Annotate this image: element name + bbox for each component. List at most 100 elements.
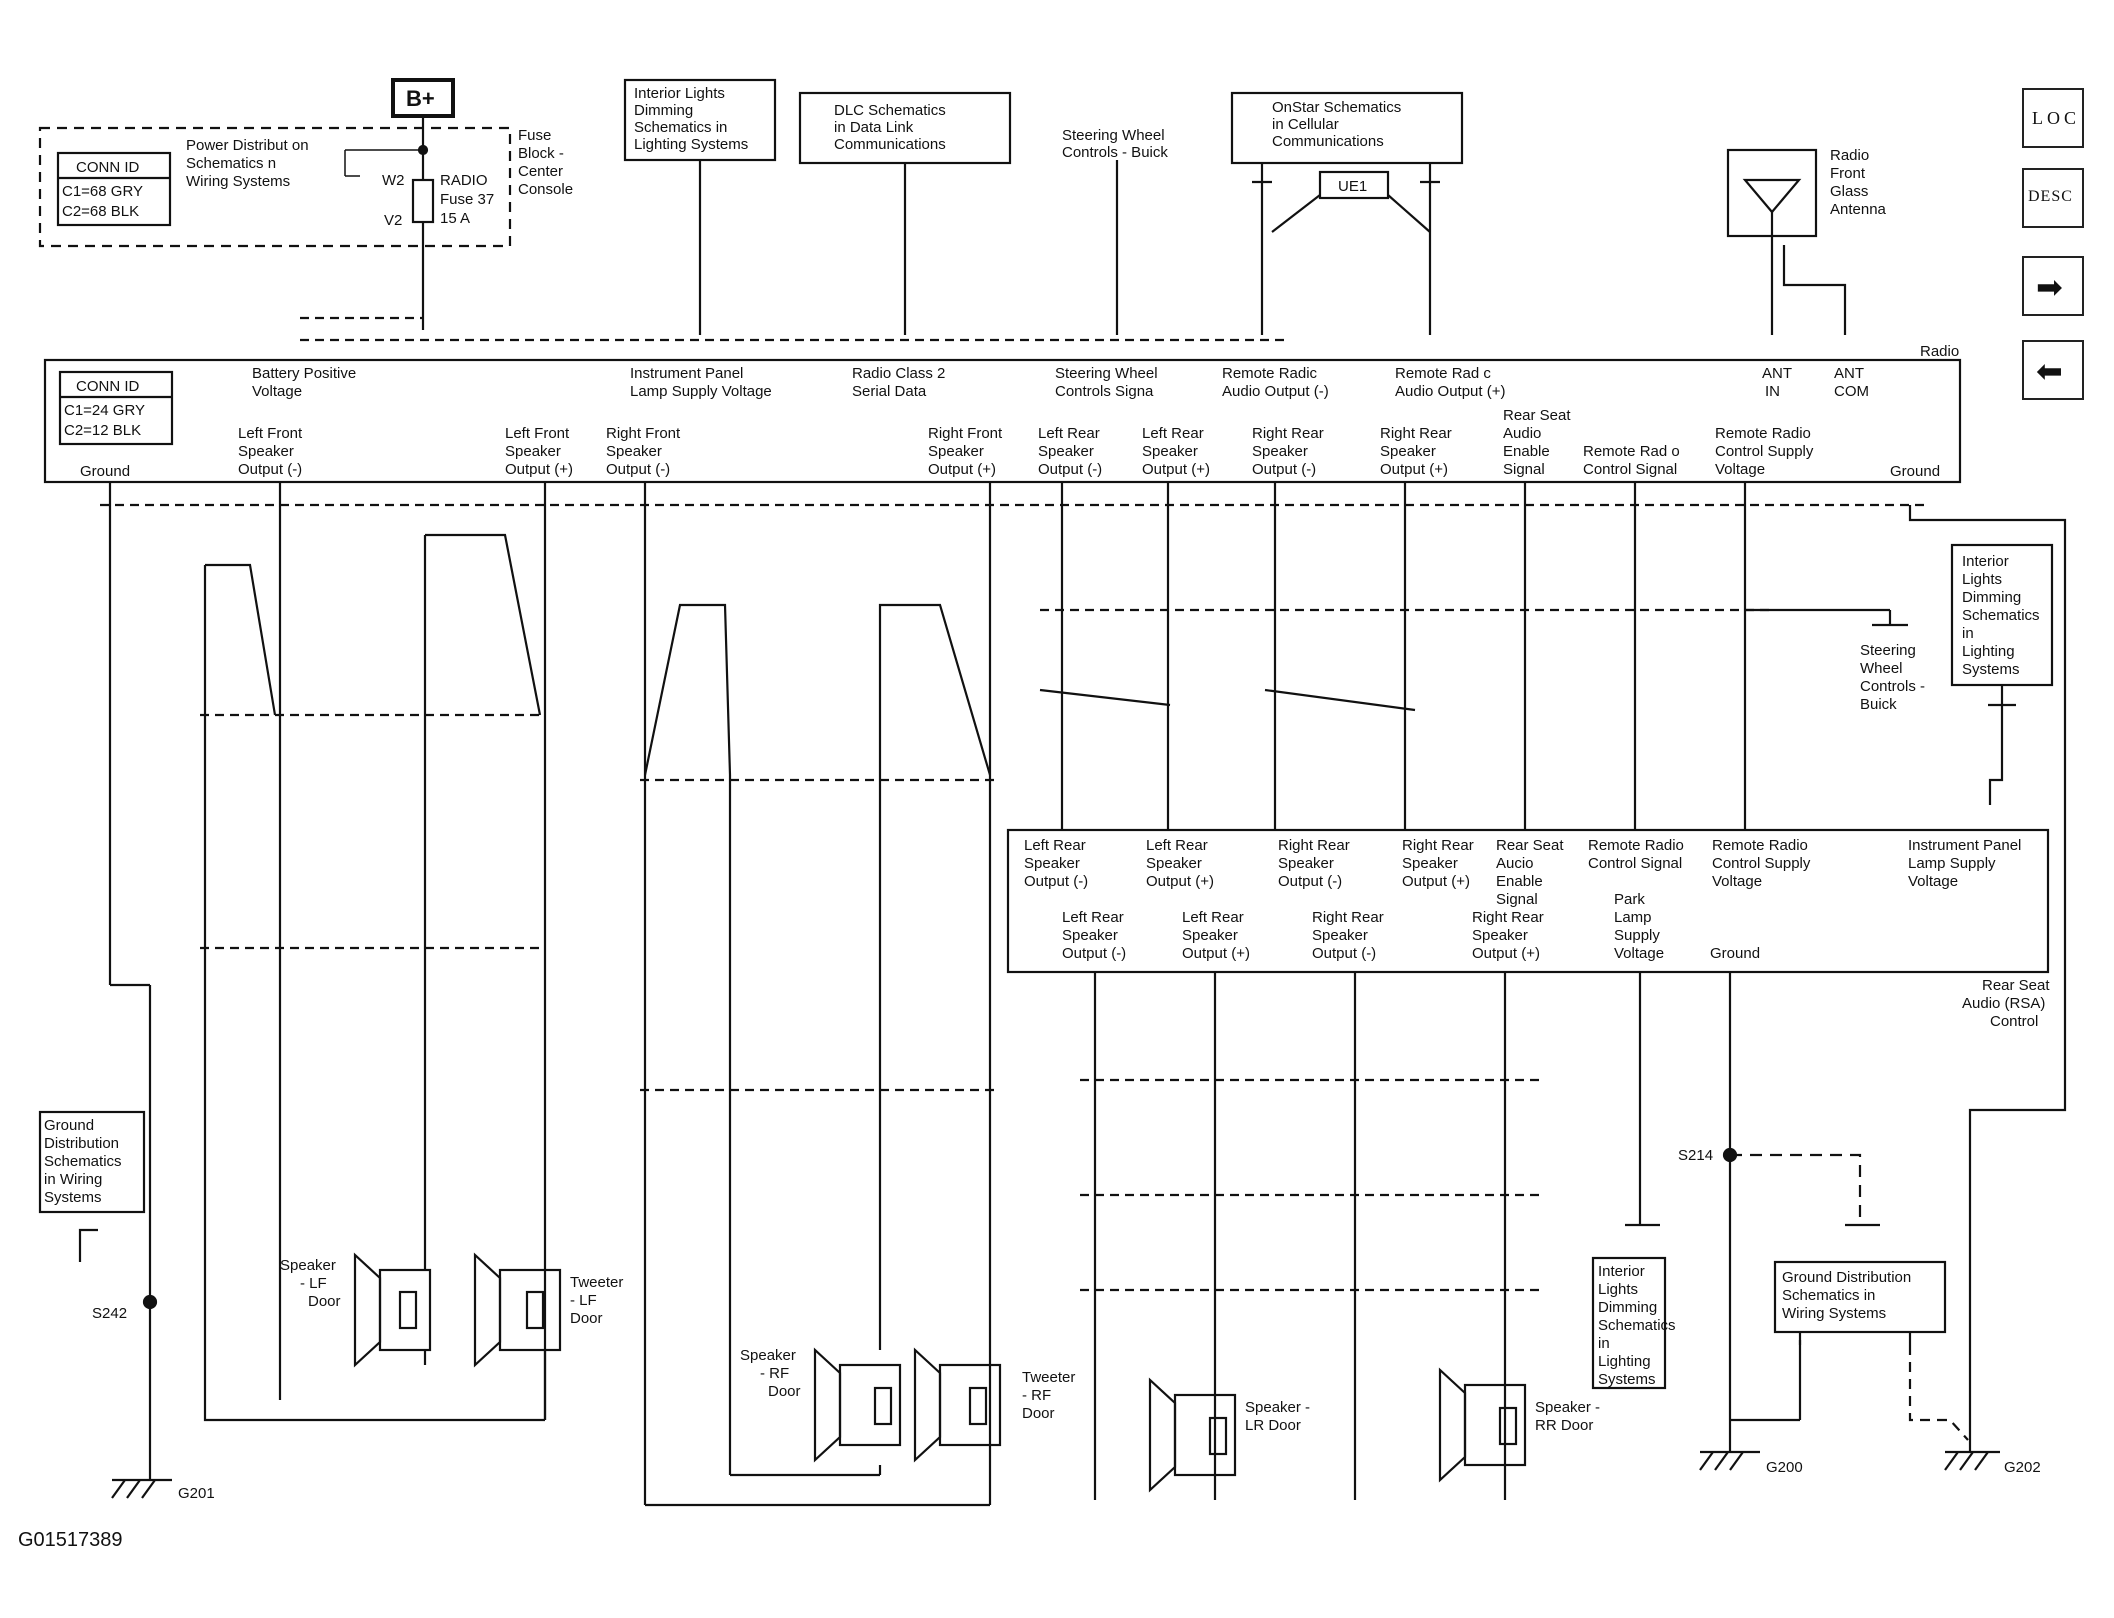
ground-g202: G202 [2004,1459,2041,1476]
radio-bot-rrc-sup-3: Voltage [1715,461,1765,478]
ref-int-bot-6: Lighting [1598,1353,1651,1370]
radio-bot-lr-neg-3: Output (-) [1038,461,1102,478]
speaker-lf-body [378,1268,432,1352]
rsa-top-7a: Remote Radio [1712,837,1808,854]
rsa-bot-4c: Output (+) [1472,945,1540,962]
rsa-bot-1c: Output (-) [1062,945,1126,962]
radio-bot-rrc-sup-2: Control Supply [1715,443,1814,460]
radio-bot-ground-left: Ground [80,463,130,480]
radio-box [43,358,1962,484]
prev-page-button[interactable]: ⬅ [2022,340,2084,400]
rsa-top-5c: Enable [1496,873,1543,890]
radio-bot-lf-neg-2: Speaker [238,443,294,460]
rsa-top-5b: Aucio [1496,855,1534,872]
rsa-top-1c: Output (-) [1024,873,1088,890]
ref-steer-right-3: Controls - [1860,678,1925,695]
fuse-37 [411,178,435,224]
ref-interior-top-4: Lighting Systems [634,136,748,153]
fuse-line3: 15 A [440,210,470,227]
rsa-control-box [1006,828,2050,974]
radio-bot-rf-pos-1: Right Front [928,425,1003,442]
radio-bot-rsa-en-2: Audio [1503,425,1541,442]
radio-top-pin-8b: COM [1834,383,1869,400]
rsa-bot-5a: Park [1614,891,1645,908]
rsa-top-8c: Voltage [1908,873,1958,890]
w2-label: W2 [382,172,405,189]
rsa-top-1b: Speaker [1024,855,1080,872]
radio-bot-lr-neg-1: Left Rear [1038,425,1100,442]
ref-int-right-2: Lights [1962,571,2002,588]
splice-s242: S242 [92,1305,127,1322]
radio-bot-rf-neg-1: Right Front [606,425,681,442]
ref-int-bot-3: Dimming [1598,1299,1657,1316]
spk-rf-3: Door [768,1383,801,1400]
rsa-bot-3b: Speaker [1312,927,1368,944]
rsa-top-5a: Rear Seat [1496,837,1564,854]
tweeter-lf-body [498,1268,562,1352]
ref-interior-top-3: Schematics in [634,119,727,136]
radio-bot-lf-pos-2: Speaker [505,443,561,460]
fuse-block-box [38,126,512,248]
radio-bot-lr-pos-1: Left Rear [1142,425,1204,442]
conn-id-box-top [56,151,172,227]
radio-bot-rf-pos-3: Output (+) [928,461,996,478]
ref-int-right-5: in [1962,625,1974,642]
ground-g200: G200 [1766,1459,1803,1476]
v2-label: V2 [384,212,402,229]
radio-bot-rsa-en-3: Enable [1503,443,1550,460]
desc-button[interactable]: DESC [2022,168,2084,228]
tw-lf-1: Tweeter [570,1274,623,1291]
tw-lf-3: Door [570,1310,603,1327]
rsa-bot-1a: Left Rear [1062,909,1124,926]
radio-top-pin-3a: Radio Class 2 [852,365,945,382]
radio-top-pin-1b: Voltage [252,383,302,400]
fuse-block-line3: Center [518,163,563,180]
ref-onstar [1230,91,1464,165]
ref-ground-dist-left [38,1110,146,1214]
rsa-bot-4b: Speaker [1472,927,1528,944]
rsa-top-3c: Output (-) [1278,873,1342,890]
ref-onstar-2: in Cellular [1272,116,1339,133]
radio-top-pin-8a: ANT [1834,365,1864,382]
loc-button[interactable]: LOC [2022,88,2084,148]
spk-rf-2: - RF [760,1365,789,1382]
conn-id-c1-top: C1=68 GRY [62,183,143,200]
rsa-name-2: Audio (RSA) [1962,995,2045,1012]
ref-int-right-3: Dimming [1962,589,2021,606]
rsa-bot-1b: Speaker [1062,927,1118,944]
ref-interior-top-1: Interior Lights [634,85,725,102]
radio-top-pin-2a: Instrument Panel [630,365,743,382]
ref-steer-right-4: Buick [1860,696,1897,713]
rsa-top-3a: Right Rear [1278,837,1350,854]
spk-lf-3: Door [308,1293,341,1310]
radio-bot-rr-neg-2: Speaker [1252,443,1308,460]
rsa-top-6b: Control Signal [1588,855,1682,872]
radio-top-pin-6a: Remote Rad c [1395,365,1491,382]
rsa-top-2a: Left Rear [1146,837,1208,854]
ref-antenna-3: Glass [1830,183,1868,200]
rsa-top-8a: Instrument Panel [1908,837,2021,854]
power-dist-line2: Schematics n [186,155,276,172]
fuse-block-line2: Block - [518,145,564,162]
rsa-top-1a: Left Rear [1024,837,1086,854]
radio-bot-rrc-sup-1: Remote Radio [1715,425,1811,442]
next-page-button[interactable]: ➡ [2022,256,2084,316]
ref-onstar-3: Communications [1272,133,1384,150]
ref-ground-dist-bottom [1773,1260,1947,1334]
radio-top-pin-7a: ANT [1762,365,1792,382]
radio-bot-rf-neg-3: Output (-) [606,461,670,478]
rsa-top-3b: Speaker [1278,855,1334,872]
fuse-line1: RADIO [440,172,488,189]
ref-interior-lights-bottom [1591,1256,1667,1390]
radio-bot-rrc-sig-1: Remote Rad o [1583,443,1680,460]
spk-rr-1: Speaker - [1535,1399,1600,1416]
radio-top-pin-5a: Remote Radic [1222,365,1318,382]
spk-lf-1: Speaker [280,1257,336,1274]
rsa-top-2c: Output (+) [1146,873,1214,890]
rsa-name-3: Control [1990,1013,2038,1030]
ref-gd-bot-1: Ground Distribution [1782,1269,1911,1286]
arrow-left-icon: ⬅ [2036,353,2063,389]
radio-bot-lf-pos-3: Output (+) [505,461,573,478]
ref-onstar-1: OnStar Schematics [1272,99,1401,116]
ref-ground-left-1: Ground [44,1117,94,1134]
